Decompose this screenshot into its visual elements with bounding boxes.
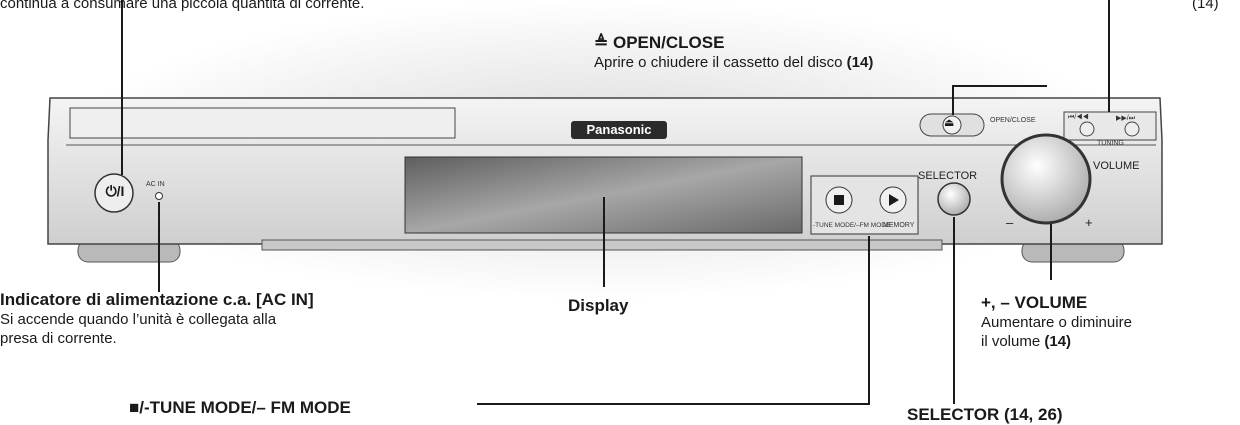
leader-power xyxy=(121,0,123,175)
selector-title: SELECTOR (14, 26) xyxy=(907,405,1063,424)
brand-logo: Panasonic xyxy=(571,121,667,139)
top-right-ref: (14) xyxy=(1192,0,1219,12)
open-close-desc: Aprire o chiudere il cassetto del disco … xyxy=(594,54,874,71)
volume-title: +, – VOLUME xyxy=(981,293,1088,312)
selector-device-label: SELECTOR xyxy=(918,170,978,182)
display-title: Display xyxy=(568,296,629,315)
brand-text: Panasonic xyxy=(586,122,652,137)
callout-volume: +, – VOLUME Aumentare o diminuire il vol… xyxy=(981,293,1132,350)
leader-tune-mode-h xyxy=(477,403,870,405)
open-close-title: ≜ OPEN/CLOSE xyxy=(594,33,725,52)
leader-display xyxy=(603,197,605,287)
volume-device-label: VOLUME xyxy=(1093,160,1140,172)
memory-label: MEMORY xyxy=(883,222,915,229)
callout-open-close: ≜ OPEN/CLOSE Aprire o chiudere il casset… xyxy=(594,33,873,72)
leader-tuning xyxy=(1108,0,1110,112)
power-icon: ⏻/I xyxy=(105,183,125,199)
top-caption: continua a consumare una piccola quantit… xyxy=(0,0,365,12)
leader-selector xyxy=(953,217,955,404)
callout-ac-in: Indicatore di alimentazione c.a. [AC IN]… xyxy=(0,290,314,347)
skip-forward-icon: ▶▶/⏭ xyxy=(1116,115,1136,122)
tuning-label: TUNING xyxy=(1097,140,1124,147)
leader-ac-in xyxy=(158,202,160,292)
volume-minus: – xyxy=(1006,215,1014,230)
skip-back-icon: ⏮/◀◀ xyxy=(1068,114,1089,121)
ac-in-label: AC IN xyxy=(146,181,165,188)
leader-open-close-h xyxy=(952,85,1047,87)
leader-open-close-v xyxy=(952,85,954,115)
volume-plus: + xyxy=(1085,215,1093,230)
tune-mode-title: ■/-TUNE MODE/– FM MODE xyxy=(129,398,351,417)
leader-tune-mode-v xyxy=(868,236,870,404)
leader-volume xyxy=(1050,224,1052,280)
ac-in-title: Indicatore di alimentazione c.a. [AC IN] xyxy=(0,290,314,309)
stop-button-label: -TUNE MODE/–FM MODE xyxy=(813,222,891,229)
open-close-small-label: OPEN/CLOSE xyxy=(990,117,1036,124)
eject-icon: ⏏ xyxy=(944,117,955,129)
